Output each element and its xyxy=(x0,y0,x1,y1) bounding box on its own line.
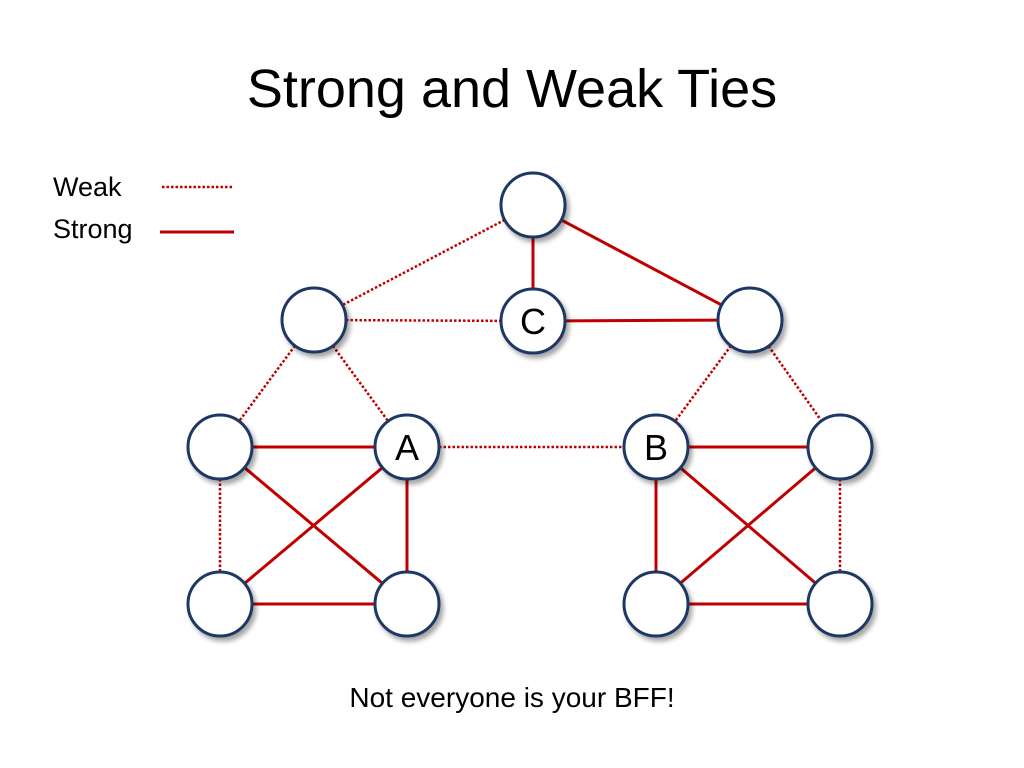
edge-strong-top-upper-right xyxy=(560,218,723,307)
node-label-B: B xyxy=(644,427,668,468)
node-circle xyxy=(806,413,874,481)
node-circle xyxy=(499,287,567,355)
edge-weak-upper-right-B xyxy=(674,344,732,423)
edge-weak-upper-left-C xyxy=(345,318,502,323)
node-C: C xyxy=(499,287,567,355)
node-circle xyxy=(280,286,348,354)
node-circle xyxy=(622,570,690,638)
edge-weak-upper-right-right-outer-top xyxy=(767,345,823,422)
node-left-inner-bottom xyxy=(373,570,441,638)
node-left-outer-top xyxy=(186,413,254,481)
node-right-outer-bottom xyxy=(806,570,874,638)
edge-weak-upper-left-left-outer-top xyxy=(238,344,296,423)
node-circle xyxy=(373,413,441,481)
nodes-layer: C A B xyxy=(186,171,874,638)
node-B: B xyxy=(622,413,690,481)
node-A: A xyxy=(373,413,441,481)
node-top xyxy=(499,171,567,239)
node-right-outer-top xyxy=(806,413,874,481)
node-upper-right xyxy=(716,286,784,354)
edge-strong-C-upper-right xyxy=(564,318,719,323)
edge-weak-top-upper-left xyxy=(341,218,506,307)
edge-strong-A-left-outer-bottom xyxy=(243,466,384,585)
slide-caption: Not everyone is your BFF! xyxy=(349,682,675,713)
node-circle xyxy=(716,286,784,354)
node-left-outer-bottom xyxy=(186,570,254,638)
node-circle xyxy=(499,171,567,239)
legend-weak-label: Weak xyxy=(53,172,122,202)
edge-weak-upper-left-A xyxy=(331,345,390,422)
node-upper-left xyxy=(280,286,348,354)
node-circle xyxy=(186,570,254,638)
edge-strong-right-outer-top-right-inner-bottom xyxy=(679,466,817,585)
node-circle xyxy=(806,570,874,638)
node-label-C: C xyxy=(520,301,546,342)
legend-strong-label: Strong xyxy=(53,214,133,244)
node-right-inner-bottom xyxy=(622,570,690,638)
node-circle xyxy=(622,413,690,481)
slide-title: Strong and Weak Ties xyxy=(246,59,778,119)
legend-swatches xyxy=(160,185,234,234)
node-circle xyxy=(186,413,254,481)
node-circle xyxy=(373,570,441,638)
edges-layer xyxy=(218,218,842,606)
node-label-A: A xyxy=(395,427,419,468)
